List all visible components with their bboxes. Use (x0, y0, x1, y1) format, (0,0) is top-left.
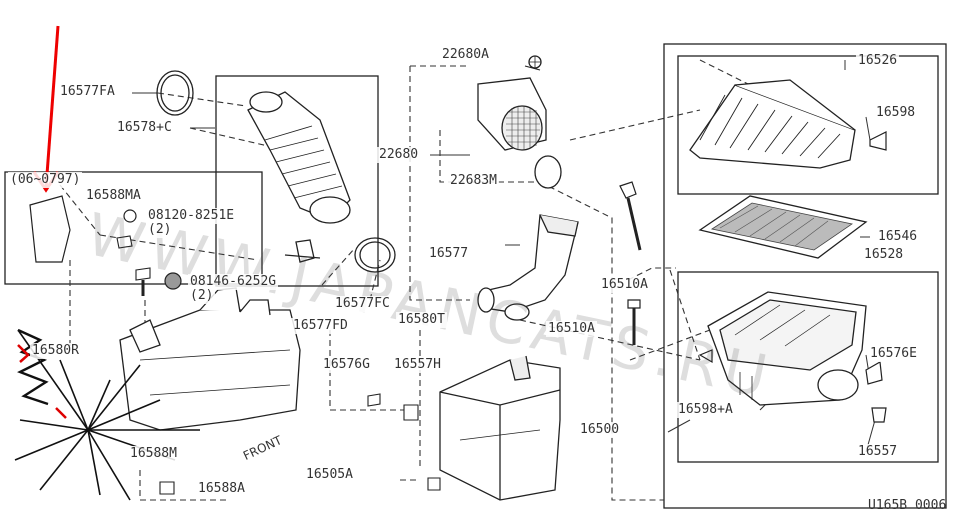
small-bolts (116, 65, 541, 495)
label-16505a: 16505A (304, 467, 355, 483)
label-16557h: 16557H (392, 357, 443, 373)
bolt-16510a (619, 181, 642, 345)
inset-bracket (29, 195, 182, 290)
group-boxes (4, 43, 947, 509)
red-arrow (32, 25, 60, 193)
label-22680a: 22680A (440, 47, 491, 63)
label-16577fd: 16577FD (291, 318, 350, 334)
air-cleaner-outer-box (663, 43, 947, 509)
label-16510a-upper: 16510A (599, 277, 650, 293)
label-16510a-lower: 16510A (546, 321, 597, 337)
label-inset-code: (06~0797) (8, 172, 83, 188)
label-22683m: 22683M (448, 173, 499, 189)
air-cleaner-lower-box (677, 271, 939, 463)
air-flow-meter (477, 55, 562, 189)
label-08120-qty: (2) (146, 222, 174, 238)
label-08146-qty: (2) (188, 288, 216, 304)
diagram-code: U165B 0006 (868, 498, 947, 513)
air-filter-element (698, 195, 868, 259)
label-16598: 16598 (874, 105, 918, 121)
label-16576e: 16576E (868, 346, 919, 362)
label-16528: 16528 (862, 247, 906, 263)
label-16546: 16546 (876, 229, 920, 245)
air-cleaner-cover-box (677, 55, 939, 195)
label-16580r: 16580R (30, 343, 81, 359)
air-cleaner-cover (689, 79, 856, 169)
label-16598a: 16598+A (676, 402, 735, 418)
resonator-tank (119, 287, 301, 431)
air-duct-corrugated (247, 91, 351, 224)
label-16577: 16577 (427, 246, 471, 262)
label-16526: 16526 (856, 53, 900, 69)
lower-resonator (439, 355, 561, 501)
red-scribble (17, 344, 67, 419)
label-16588a: 16588A (196, 481, 247, 497)
label-08120: 08120-8251E (146, 208, 237, 224)
duct-16577 (477, 214, 579, 321)
scribble-markings (14, 328, 200, 501)
label-16580t: 16580T (396, 312, 447, 328)
air-duct-box (215, 75, 379, 287)
label-16577fc: 16577FC (333, 296, 392, 312)
label-16577fa: 16577FA (58, 84, 117, 100)
label-16557: 16557 (856, 444, 900, 460)
label-16588ma: 16588MA (84, 188, 143, 204)
clips (698, 131, 887, 423)
label-16578c: 16578+C (115, 120, 174, 136)
air-cleaner-body (707, 291, 867, 406)
label-22680: 22680 (377, 147, 421, 163)
label-16500: 16500 (578, 422, 622, 438)
label-16576g: 16576G (321, 357, 372, 373)
label-16588m: 16588M (128, 446, 179, 462)
label-08146: 08146-6252G (188, 274, 279, 290)
resonator-inset-box (4, 171, 263, 285)
hose-clamps (156, 70, 396, 273)
